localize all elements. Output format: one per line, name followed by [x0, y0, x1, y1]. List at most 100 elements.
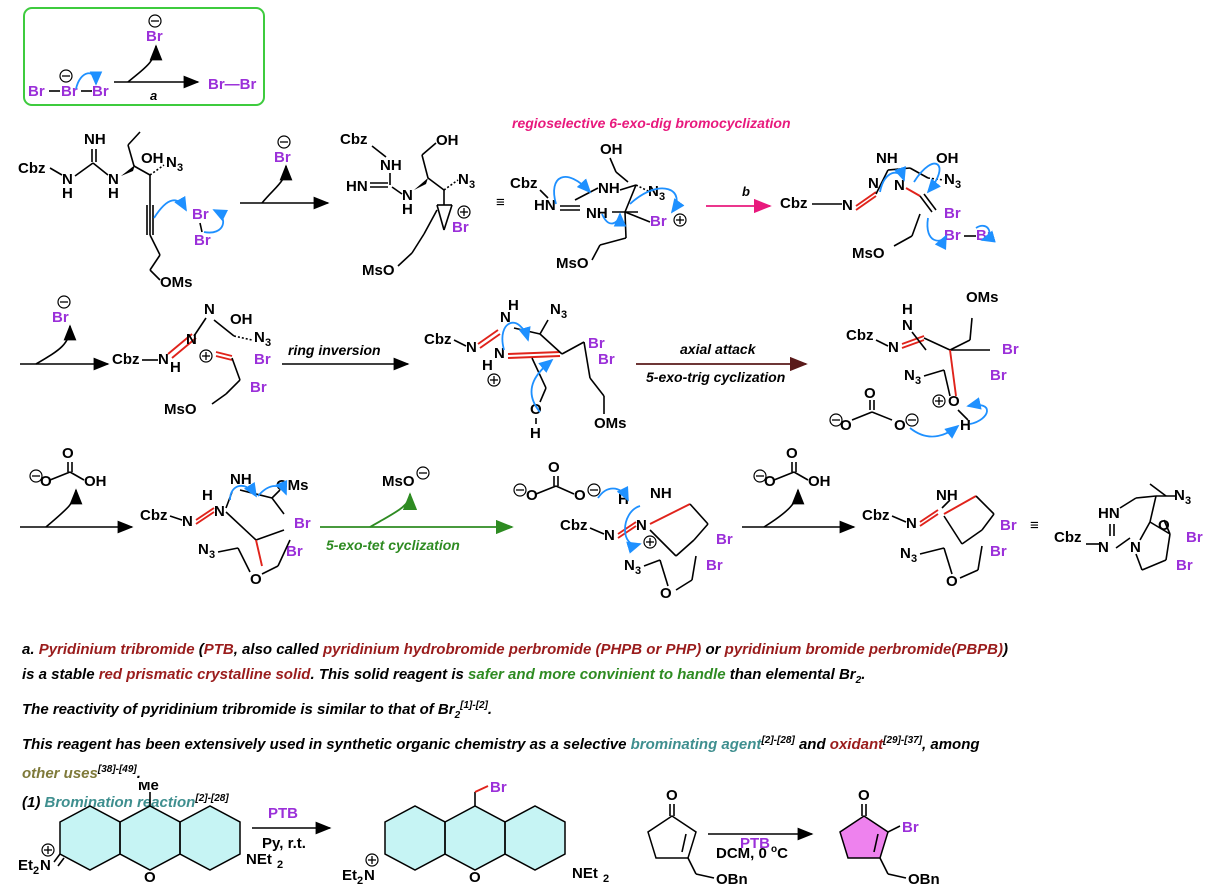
svg-text:NH: NH: [380, 157, 402, 174]
svg-text:N: N: [458, 171, 469, 188]
svg-text:Br: Br: [194, 232, 211, 249]
svg-text:NH: NH: [650, 485, 672, 502]
svg-text:NH: NH: [586, 205, 608, 222]
py-conditions: Py, r.t.: [262, 835, 306, 852]
svg-text:3: 3: [955, 179, 961, 191]
note-line-3: The reactivity of pyridinium tribromide …: [22, 700, 493, 721]
svg-text:3: 3: [659, 191, 665, 203]
svg-text:MsO: MsO: [382, 473, 415, 490]
svg-text:N: N: [182, 513, 193, 530]
notes-section: a. Pyridinium tribromide (PTB, also call…: [22, 637, 1212, 815]
svg-text:O: O: [786, 445, 798, 462]
note-line-4: This reagent has been extensively used i…: [22, 735, 980, 753]
cyclopentenone-substrate: O OBn: [647, 787, 748, 888]
svg-text:Br: Br: [250, 379, 267, 396]
note-line-2: is a stable red prismatic crystalline so…: [22, 666, 866, 686]
svg-text:N: N: [636, 517, 647, 534]
svg-text:OH: OH: [936, 150, 959, 167]
negative-charge-icon: [513, 483, 527, 497]
svg-text:Br: Br: [28, 83, 45, 100]
bromide-release-arrow-2: Br: [20, 295, 110, 371]
svg-text:Br: Br: [1186, 529, 1203, 546]
svg-text:N: N: [1130, 539, 1141, 556]
positive-charge-icon: [487, 373, 501, 387]
svg-text:N: N: [648, 183, 659, 200]
svg-text:Br: Br: [286, 543, 303, 560]
svg-text:Br: Br: [706, 557, 723, 574]
svg-text:3: 3: [911, 553, 917, 565]
negative-charge-icon: [57, 295, 71, 309]
exo-tet-label: 5-exo-tet cyclization: [326, 537, 460, 553]
svg-text:2: 2: [33, 865, 39, 877]
svg-text:N: N: [500, 309, 511, 326]
svg-text:OH: OH: [230, 311, 253, 328]
svg-text:N: N: [62, 171, 73, 188]
svg-text:Et: Et: [18, 857, 33, 874]
bromomethyl-rhodamine-product: Br O Et 2 N NEt 2: [342, 782, 609, 887]
svg-text:Br: Br: [944, 205, 961, 222]
svg-text:O: O: [530, 401, 542, 418]
svg-text:Cbz: Cbz: [18, 160, 46, 177]
svg-text:N: N: [402, 187, 413, 204]
positive-charge-icon: [41, 843, 55, 857]
svg-text:3: 3: [209, 549, 215, 561]
svg-text:N: N: [494, 345, 505, 362]
svg-text:O: O: [666, 787, 678, 804]
svg-text:Cbz: Cbz: [340, 131, 368, 148]
svg-text:Br: Br: [902, 819, 919, 836]
svg-text:OMs: OMs: [160, 274, 193, 291]
svg-text:NH: NH: [598, 180, 620, 197]
exo-trig-label: 5-exo-trig cyclization: [646, 369, 785, 385]
svg-text:H: H: [902, 301, 913, 318]
svg-text:NH: NH: [876, 150, 898, 167]
svg-text:O: O: [864, 385, 876, 402]
tribromide-box: Br Br Br Br a Br—Br: [23, 7, 265, 106]
svg-text:OMs: OMs: [966, 289, 999, 306]
axial-attack-label: axial attack: [680, 341, 757, 357]
ptb-reagent-1: PTB: [268, 805, 298, 822]
svg-text:Br: Br: [1000, 517, 1017, 534]
svg-text:Me: Me: [138, 782, 159, 794]
svg-text:2: 2: [357, 875, 363, 887]
svg-text:Br: Br: [598, 351, 615, 368]
svg-text:H: H: [482, 357, 493, 374]
svg-text:Br: Br: [254, 351, 271, 368]
note-line-1: a. Pyridinium tribromide (PTB, also call…: [22, 641, 1009, 658]
svg-text:Br: Br: [650, 213, 667, 230]
svg-text:O: O: [40, 473, 52, 490]
svg-text:N: N: [158, 351, 169, 368]
svg-text:O: O: [948, 393, 960, 410]
svg-text:OMs: OMs: [594, 415, 627, 432]
svg-text:H: H: [530, 425, 541, 442]
svg-text:NEt: NEt: [572, 865, 598, 882]
note-line-5: other uses[38]-[49].: [22, 764, 141, 782]
svg-text:H: H: [508, 297, 519, 314]
ptb-reagent-2: PTB: [740, 835, 770, 852]
svg-text:MsO: MsO: [852, 245, 885, 262]
svg-text:O: O: [574, 487, 586, 504]
svg-text:Cbz: Cbz: [780, 195, 808, 212]
svg-text:Br: Br: [1176, 557, 1193, 574]
svg-text:Br: Br: [1002, 341, 1019, 358]
svg-text:H: H: [108, 185, 119, 202]
svg-text:OH: OH: [808, 473, 831, 490]
svg-text:N: N: [900, 545, 911, 562]
svg-text:NEt: NEt: [246, 851, 272, 868]
positive-charge-icon: [199, 349, 213, 363]
svg-text:H: H: [960, 417, 971, 434]
svg-text:Cbz: Cbz: [560, 517, 588, 534]
svg-text:Br: Br: [52, 309, 69, 326]
oxocarbenium-cyclized: OMs H N Cbz N Br Br N 3 O H O O O: [829, 289, 1019, 439]
svg-text:O: O: [660, 585, 672, 602]
svg-text:Br: Br: [490, 782, 507, 796]
svg-text:N: N: [604, 527, 615, 544]
bicarbonate-release-arrow-2: O O OH: [742, 445, 856, 534]
svg-text:NH: NH: [84, 131, 106, 148]
svg-text:OH: OH: [436, 132, 459, 149]
svg-text:O: O: [548, 459, 560, 476]
ring-inversion-label: ring inversion: [288, 342, 381, 358]
svg-text:MsO: MsO: [164, 401, 197, 418]
identical-sign-2: ≡: [1030, 517, 1039, 534]
svg-text:N: N: [902, 317, 913, 334]
svg-text:Br: Br: [976, 227, 993, 244]
